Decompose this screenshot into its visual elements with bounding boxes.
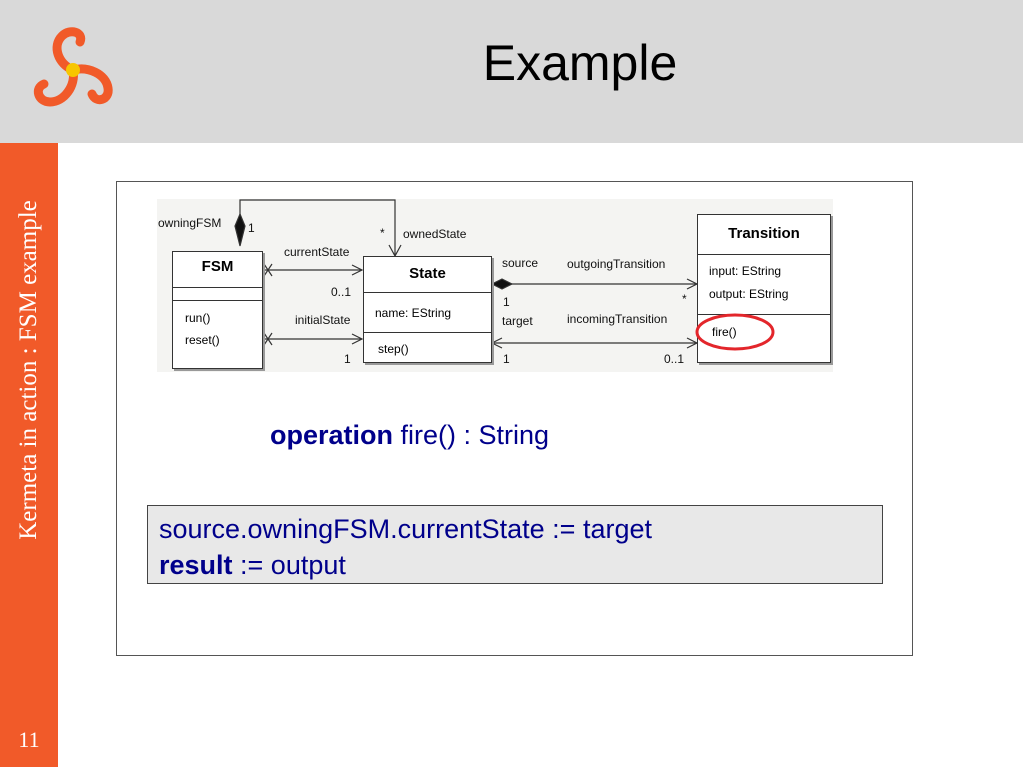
label-initial-state: initialState bbox=[295, 313, 351, 327]
composition-diamond-state bbox=[490, 278, 514, 290]
code-line-2: result := output bbox=[159, 547, 882, 583]
label-owned-state: ownedState bbox=[403, 227, 467, 241]
class-fsm-operation: run() bbox=[185, 311, 211, 325]
code-line-1: source.owningFSM.currentState := target bbox=[159, 514, 652, 544]
class-fsm-operation: reset() bbox=[185, 333, 220, 347]
class-state-operations-section: step() bbox=[364, 332, 491, 362]
operation-signature-text: fire() : String bbox=[393, 420, 550, 450]
class-fsm: FSM run() reset() bbox=[172, 251, 263, 369]
initial-state-x-icon bbox=[263, 332, 273, 346]
class-transition-name: Transition bbox=[728, 225, 800, 242]
page-number: 11 bbox=[18, 727, 40, 752]
label-source-multiplicity: 1 bbox=[503, 295, 510, 309]
operation-keyword: operation bbox=[270, 420, 394, 450]
fire-highlight-ellipse bbox=[695, 313, 775, 351]
code-result-keyword: result bbox=[159, 550, 233, 580]
class-fsm-name: FSM bbox=[201, 258, 234, 275]
class-transition-operation: fire() bbox=[712, 325, 737, 339]
label-owning-fsm-multiplicity: 1 bbox=[248, 221, 255, 235]
class-transition-attribute: input: EString bbox=[709, 264, 782, 278]
class-state-attributes-section: name: EString bbox=[364, 292, 491, 333]
label-current-state: currentState bbox=[284, 245, 350, 259]
code-line-2-rest: := output bbox=[232, 550, 346, 580]
initial-state-arrowhead bbox=[351, 333, 364, 345]
target-left-arrowhead bbox=[490, 337, 503, 349]
label-initial-state-multiplicity: 1 bbox=[344, 352, 351, 366]
class-state-operation: step() bbox=[378, 342, 409, 356]
slide-title: Example bbox=[482, 35, 678, 91]
class-transition: Transition input: EString output: EStrin… bbox=[697, 214, 831, 363]
class-transition-attributes-section: input: EString output: EString bbox=[698, 254, 830, 315]
code-box: source.owningFSM.currentState := target … bbox=[147, 505, 883, 584]
label-current-state-multiplicity: 0..1 bbox=[331, 285, 352, 299]
class-fsm-attributes-section bbox=[173, 287, 262, 300]
class-state-name: State bbox=[409, 265, 446, 282]
label-incoming-multiplicity: 0..1 bbox=[664, 352, 685, 366]
class-fsm-operations-section: run() reset() bbox=[173, 300, 262, 368]
label-owning-fsm: owningFSM bbox=[158, 216, 222, 230]
current-state-arrowhead bbox=[351, 264, 364, 276]
label-outgoing-transition: outgoingTransition bbox=[567, 257, 666, 271]
class-state-attribute: name: EString bbox=[375, 306, 452, 320]
class-transition-operations-section: fire() bbox=[698, 314, 830, 362]
label-target-multiplicity: 1 bbox=[503, 352, 510, 366]
operation-signature: operation fire() : String bbox=[270, 420, 549, 451]
slide-header: Example bbox=[0, 0, 1023, 143]
current-state-x-icon bbox=[263, 263, 273, 277]
label-outgoing-multiplicity: * bbox=[682, 292, 687, 306]
label-target: target bbox=[502, 314, 533, 328]
sidebar-band bbox=[0, 143, 58, 767]
composition-diamond-fsm bbox=[234, 212, 246, 247]
kermeta-triskel-logo-icon bbox=[33, 27, 113, 107]
class-state: State name: EString step() bbox=[363, 256, 492, 363]
label-incoming-transition: incomingTransition bbox=[567, 312, 668, 326]
class-transition-attribute: output: EString bbox=[709, 287, 789, 301]
label-source: source bbox=[502, 256, 539, 270]
label-owned-state-multiplicity: * bbox=[380, 226, 385, 240]
